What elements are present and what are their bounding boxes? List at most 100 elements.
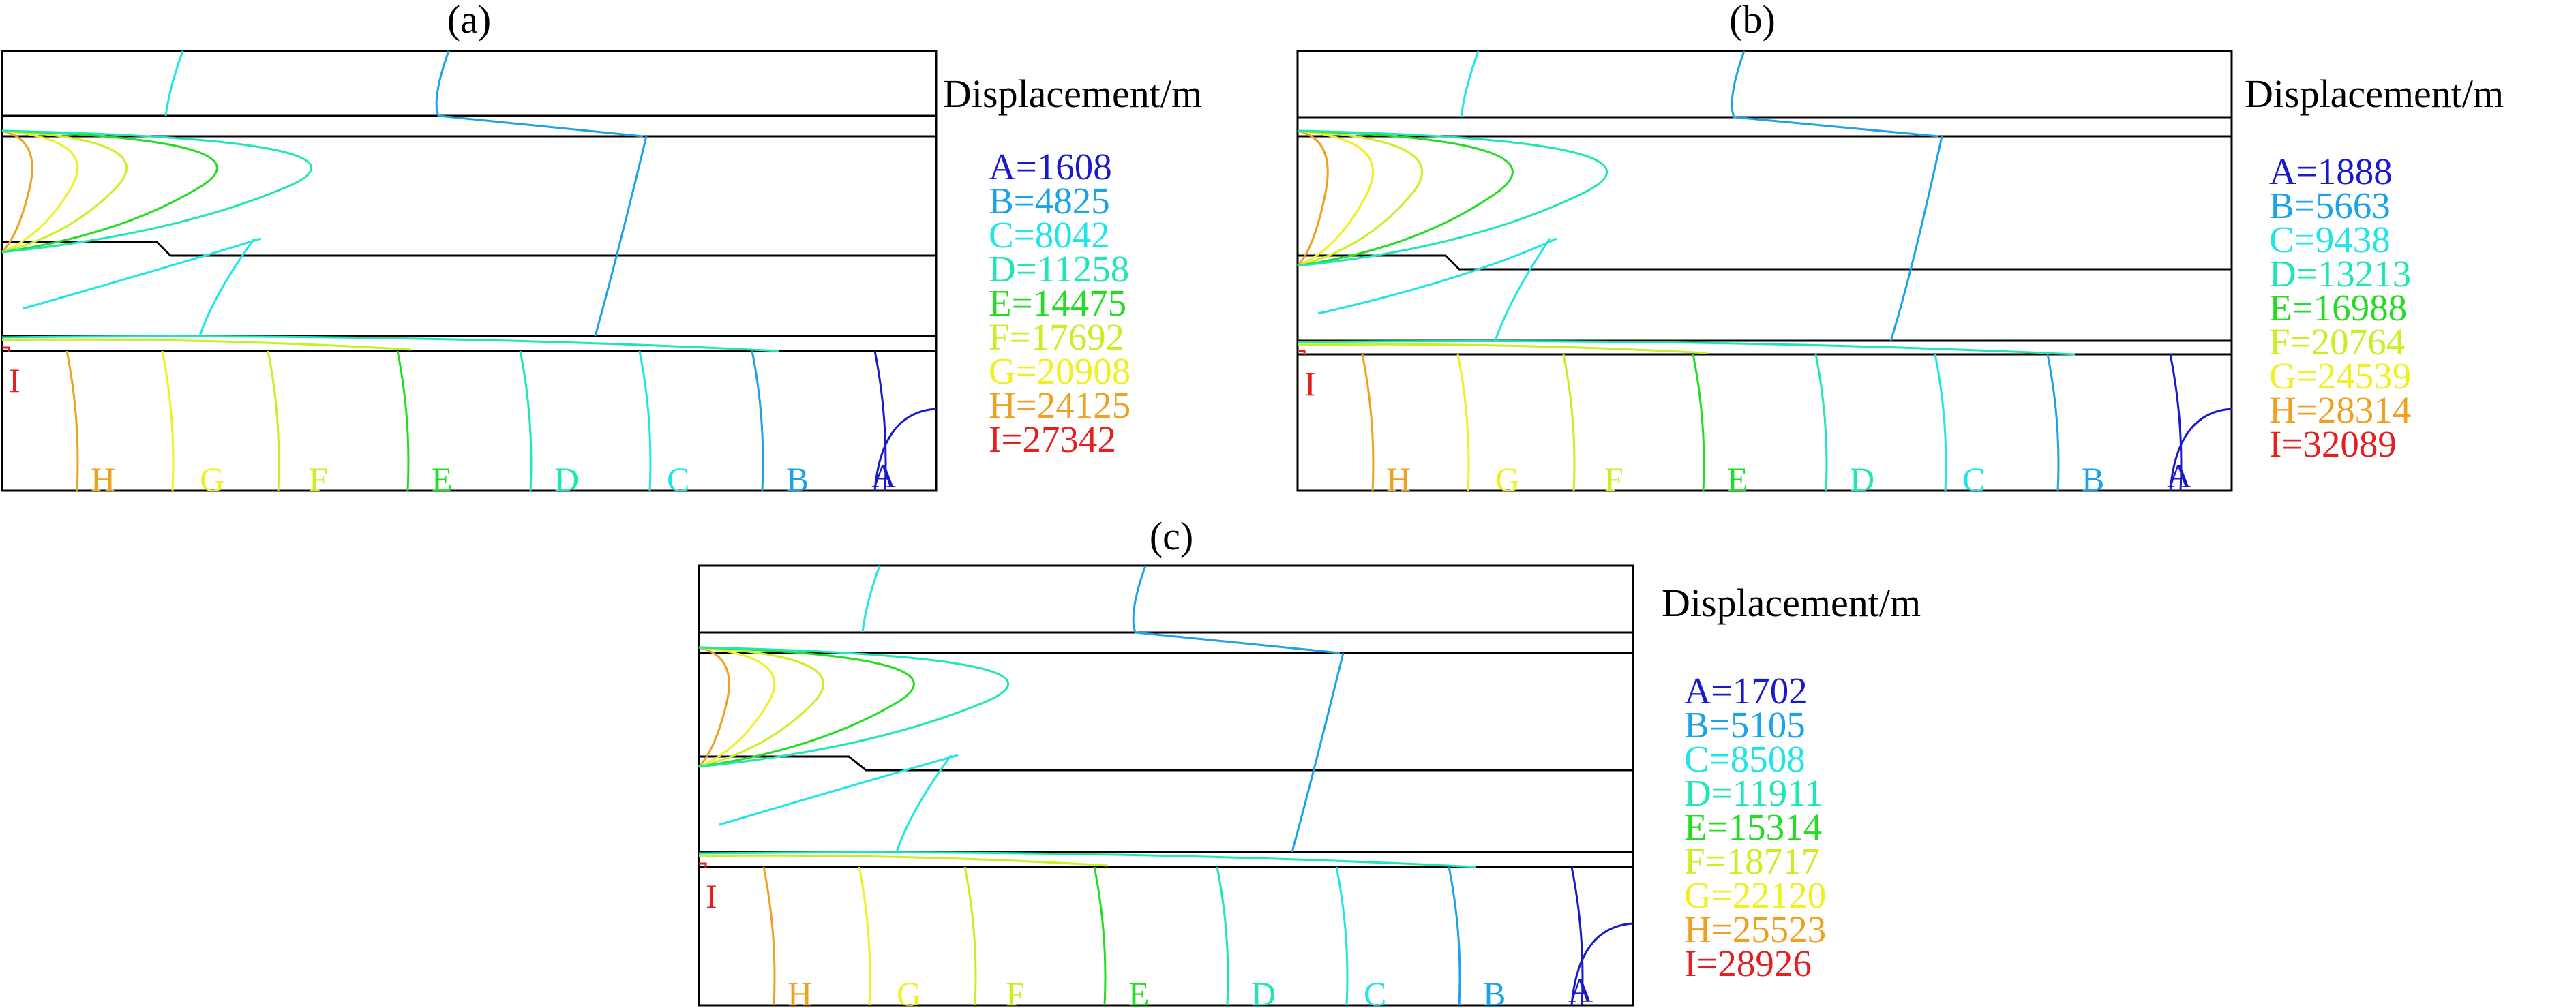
contour-label-i: I — [706, 877, 717, 915]
legend-entry: G=22120 — [1684, 874, 1826, 916]
displacement-contour — [895, 754, 953, 853]
legend-entry: F=20764 — [2269, 321, 2405, 363]
displacement-contour — [638, 350, 652, 491]
displacement-contour — [751, 350, 764, 491]
displacement-contour — [698, 851, 1477, 868]
displacement-contour — [698, 646, 730, 768]
contour-label-g: G — [1495, 460, 1520, 498]
legend-entry: D=13213 — [2269, 253, 2411, 294]
legend: A=1888B=5663C=9438D=13213E=16988F=20764G… — [2269, 151, 2411, 465]
displacement-contour — [873, 350, 887, 491]
stepped-stratum-boundary — [699, 755, 1633, 772]
displacement-contour — [519, 350, 533, 491]
contour-label-b: B — [2082, 460, 2104, 498]
legend-entry: I=27342 — [989, 418, 1116, 460]
legend: A=1702B=5105C=8508D=11911E=15314F=18717G… — [1684, 670, 1826, 984]
contour-label-d: D — [1850, 460, 1874, 498]
displacement-contour — [198, 238, 256, 337]
legend-entry: B=5663 — [2269, 185, 2391, 226]
legend-entry: A=1888 — [2269, 151, 2393, 192]
displacement-contour — [1297, 129, 1424, 267]
displacement-contour — [1, 129, 78, 254]
displacement-contour — [1297, 129, 1514, 267]
contour-label-b: B — [786, 460, 809, 498]
contour-label-f: F — [1604, 460, 1623, 498]
contour-label-i: I — [9, 361, 20, 399]
model-frame — [698, 564, 1634, 1007]
displacement-contour — [1297, 129, 1608, 267]
contour-label-c: C — [1364, 975, 1386, 1008]
displacement-contour — [1297, 129, 1374, 267]
displacement-contour — [698, 646, 775, 768]
contour-label-b: B — [1483, 975, 1506, 1008]
displacement-contour — [594, 136, 648, 337]
displacement-contour — [858, 866, 871, 1006]
legend-entry: E=14475 — [989, 282, 1126, 324]
displacement-contour — [1, 129, 313, 254]
displacement-contour — [1361, 354, 1375, 491]
legend-entry: C=8508 — [1684, 738, 1806, 780]
legend-entry: I=32089 — [2269, 423, 2397, 465]
legend-entry: E=15314 — [1684, 806, 1822, 848]
displacement-contour — [1460, 50, 1480, 118]
legend: A=1608B=4825C=8042D=11258E=14475F=17692G… — [989, 146, 1130, 460]
displacement-contour — [1570, 866, 1584, 1006]
legend-entry: B=5105 — [1684, 704, 1806, 746]
displacement-contour — [1297, 343, 1707, 354]
displacement-contour — [861, 565, 881, 633]
contour-label-d: D — [554, 460, 579, 498]
displacement-contour — [1456, 354, 1470, 491]
legend-entry: C=8042 — [989, 214, 1110, 256]
displacement-contour — [1731, 50, 1939, 138]
displacement-contour — [1494, 238, 1551, 341]
contour-label-e: E — [1727, 460, 1748, 498]
contour-label-f: F — [309, 460, 328, 498]
displacement-contour — [873, 408, 937, 491]
displacement-contour — [719, 754, 959, 826]
displacement-contour — [698, 646, 825, 768]
displacement-contour — [698, 854, 1109, 867]
legend-entry: D=11258 — [989, 248, 1129, 290]
legend-title: Displacement/m — [2245, 72, 2504, 116]
legend-entry: G=20908 — [989, 350, 1130, 392]
legend-entry: G=24539 — [2269, 355, 2411, 397]
displacement-contour — [1889, 136, 1943, 341]
displacement-contour — [1093, 866, 1107, 1006]
displacement-contour — [1291, 652, 1345, 853]
legend-entry: F=18717 — [1684, 840, 1820, 882]
displacement-contour — [1562, 354, 1576, 491]
contour-label-a: A — [871, 457, 896, 495]
contour-label-d: D — [1251, 975, 1276, 1008]
contour-label-f: F — [1006, 975, 1025, 1008]
displacement-contour — [1216, 866, 1229, 1006]
displacement-contour — [1132, 565, 1341, 654]
legend-entry: D=11911 — [1684, 772, 1823, 814]
displacement-contour — [65, 350, 79, 491]
displacement-contour — [2169, 354, 2183, 491]
model-frame — [1, 50, 938, 492]
legend-entry: H=28314 — [2269, 389, 2411, 431]
legend-entry: E=16988 — [2269, 287, 2407, 329]
displacement-contour — [161, 350, 175, 491]
displacement-contour — [1814, 354, 1828, 491]
displacement-contour — [1, 129, 218, 254]
displacement-contour — [1692, 354, 1705, 491]
contour-label-h: H — [788, 975, 812, 1008]
contour-label-i: I — [1304, 365, 1316, 403]
contour-label-e: E — [432, 460, 453, 498]
displacement-contour — [267, 350, 280, 491]
contour-label-g: G — [200, 460, 224, 498]
stepped-stratum-boundary — [1298, 254, 2232, 271]
displacement-contour — [963, 866, 977, 1006]
legend-title: Displacement/m — [1662, 581, 1921, 625]
displacement-contour — [698, 646, 1010, 768]
legend-entry: A=1702 — [1684, 670, 1808, 712]
legend-entry: A=1608 — [989, 146, 1112, 187]
displacement-contour — [1934, 354, 1947, 491]
displacement-contour — [698, 646, 915, 768]
model-frame — [1296, 50, 2233, 492]
contour-label-a: A — [1568, 971, 1593, 1008]
